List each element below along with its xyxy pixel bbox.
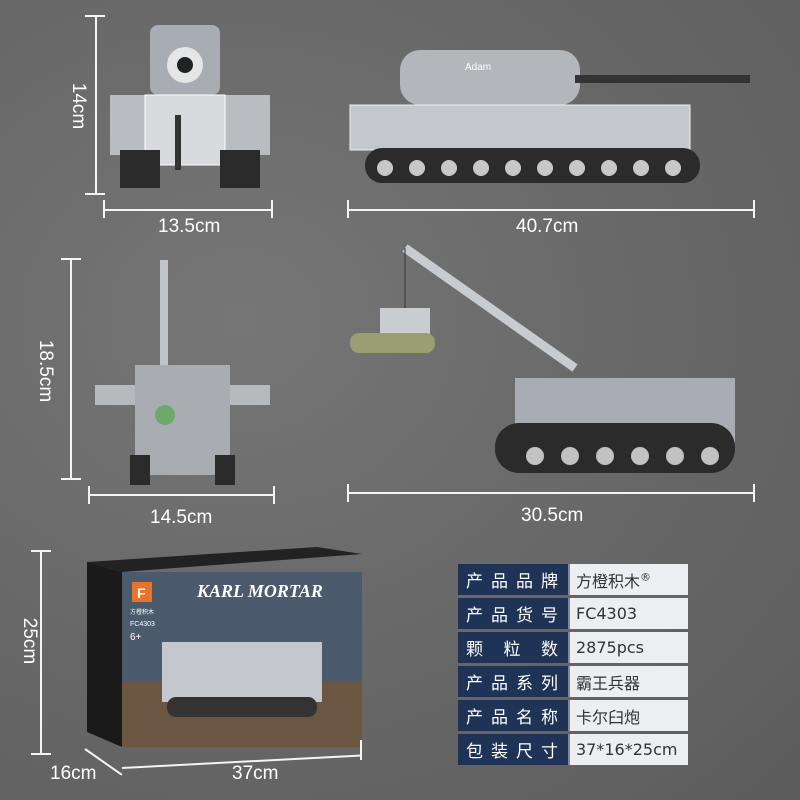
brand-value: 方橙积木	[576, 571, 641, 591]
table-row: 产品品牌方橙积木®	[458, 564, 688, 595]
model-label: Adam	[465, 62, 491, 73]
spec-value: 2875pcs	[568, 632, 688, 663]
spec-value: 方橙积木®	[568, 564, 688, 595]
crane-height-label: 18.5cm	[35, 339, 57, 403]
box-title: KARL MORTAR	[196, 581, 323, 601]
front-height-label: 14cm	[68, 82, 90, 130]
box-depth-label: 16cm	[50, 763, 97, 784]
spec-value: 卡尔臼炮	[568, 700, 688, 731]
side-length-label: 40.7cm	[516, 216, 579, 237]
crane-width-label: 14.5cm	[150, 507, 213, 528]
mortar-front-view-image	[110, 25, 270, 188]
mortar-side-view-image: Adam	[349, 50, 750, 183]
crane-side-view-image	[350, 244, 735, 473]
spec-label: 颗粒数	[458, 632, 568, 663]
front-width-label: 13.5cm	[158, 216, 221, 237]
spec-label: 产品货号	[458, 598, 568, 629]
crane-front-view-image	[95, 260, 270, 485]
box-age: 6+	[130, 632, 142, 643]
crane-length-label: 30.5cm	[521, 505, 584, 526]
product-box-image: F KARL MORTAR 方橙积木 FC4303 6+	[87, 547, 362, 747]
spec-value: 37*16*25cm	[568, 734, 688, 765]
spec-value: 霸王兵器	[568, 666, 688, 697]
spec-label: 包装尺寸	[458, 734, 568, 765]
box-brand: 方橙积木	[130, 608, 154, 616]
spec-value: FC4303	[568, 598, 688, 629]
spec-label: 产品名称	[458, 700, 568, 731]
spec-label: 产品系列	[458, 666, 568, 697]
spec-label: 产品品牌	[458, 564, 568, 595]
table-row: 产品系列霸王兵器	[458, 666, 688, 697]
registered-mark: ®	[640, 570, 652, 584]
box-logo: F	[137, 585, 146, 601]
box-width-label: 37cm	[232, 763, 279, 784]
table-row: 产品名称卡尔臼炮	[458, 700, 688, 731]
box-code: FC4303	[130, 621, 155, 628]
box-height-label: 25cm	[19, 617, 41, 665]
